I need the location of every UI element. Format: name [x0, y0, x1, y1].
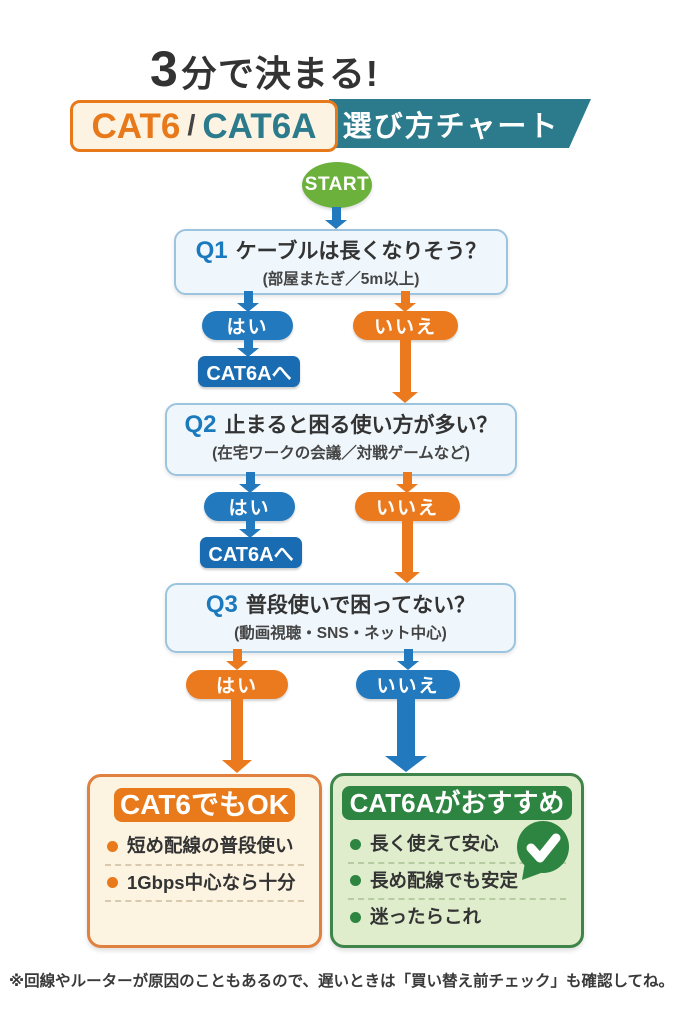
q1-id: Q1 — [195, 237, 228, 264]
bullet-dot-icon — [350, 875, 361, 887]
result-box-cat6: CAT6でもOK 短め配線の普段使い 1Gbps中心なら十分 — [87, 774, 322, 948]
q1-yes-pill: はい — [202, 311, 293, 340]
bullet-dot-icon — [107, 840, 118, 852]
goto-cat6a-2: CAT6Aへ — [200, 537, 302, 568]
q1-subtitle: (部屋またぎ／5m以上) — [262, 271, 420, 288]
question-box-q2: Q2 止まると困る使い方が多い？ (在宅ワークの会議／対戦ゲームなど) — [165, 403, 517, 476]
q2-id: Q2 — [184, 411, 217, 438]
cat6a-bullet-3: 迷ったらこれ — [348, 900, 566, 935]
arrow-q2-no — [396, 472, 418, 493]
result-cat6-header: CAT6でもOK — [114, 788, 295, 822]
question-box-q1: Q1 ケーブルは長くなりそう？ (部屋またぎ／5m以上) — [174, 229, 508, 295]
chart-title-banner: 選び方チャート — [329, 99, 591, 148]
arrow-q3-yes-to-result — [222, 699, 252, 773]
result-box-cat6a: CAT6Aがおすすめ 長く使えて安心 長め配線でも安定 迷ったらこれ — [330, 773, 584, 948]
q3-text: 普段使いで困ってない？ — [245, 593, 476, 617]
q3-id: Q3 — [205, 591, 238, 618]
title-text: 分で決まる! — [180, 53, 379, 94]
chart-title-label: 選び方チャート — [342, 110, 560, 143]
q1-no-pill: いいえ — [353, 311, 458, 340]
cable-type-badge: CAT6 / CAT6A — [70, 100, 338, 152]
arrow-q2-yes — [239, 472, 261, 493]
q3-yes-pill: はい — [186, 670, 288, 699]
arrow-q3-no — [397, 649, 419, 670]
arrow-start-to-q1 — [325, 207, 347, 229]
arrow-q1-yes-to-cat6a — [237, 340, 259, 357]
start-node: START — [302, 162, 372, 208]
q2-text: 止まると困る使い方が多い？ — [224, 413, 498, 437]
page-title: 3 分で決まる! — [150, 44, 379, 94]
title-number: 3 — [150, 41, 178, 97]
cat6a-bullet-2: 長め配線でも安定 — [348, 864, 566, 900]
footer-note: ※回線やルーターが原因のこともあるので、遅いときは「買い替え前チェック」も確認し… — [9, 973, 674, 990]
cat6a-bullet-1: 長く使えて安心 — [348, 827, 566, 864]
arrow-q3-no-to-result — [385, 699, 427, 772]
goto-cat6a-1: CAT6Aへ — [198, 356, 300, 387]
q2-no-pill: いいえ — [355, 492, 460, 521]
q2-yes-pill: はい — [204, 492, 295, 521]
arrow-q2-no-to-q3 — [394, 521, 420, 583]
cat6-bullet-1: 短め配線の普段使い — [105, 829, 304, 866]
bullet-dot-icon — [350, 911, 361, 923]
arrow-q2-yes-to-cat6a — [239, 521, 261, 538]
slash-label: / — [187, 109, 196, 142]
arrow-q1-no-to-q2 — [392, 340, 418, 403]
q3-no-pill: いいえ — [356, 670, 460, 699]
question-box-q3: Q3 普段使いで困ってない？ (動画視聴・SNS・ネット中心) — [165, 583, 516, 653]
arrow-q1-yes — [237, 291, 259, 312]
arrow-q3-yes — [226, 649, 248, 670]
q3-subtitle: (動画視聴・SNS・ネット中心) — [234, 625, 447, 642]
bullet-dot-icon — [107, 877, 118, 889]
check-icon — [507, 818, 577, 888]
q2-subtitle: (在宅ワークの会議／対戦ゲームなど) — [212, 445, 470, 462]
q1-text: ケーブルは長くなりそう？ — [235, 239, 487, 263]
cat6-bullet-2: 1Gbps中心なら十分 — [105, 866, 304, 902]
result-cat6a-header: CAT6Aがおすすめ — [342, 786, 572, 820]
bullet-dot-icon — [350, 838, 361, 850]
start-label: START — [304, 174, 370, 195]
arrow-q1-no — [394, 291, 416, 312]
cat6a-label: CAT6A — [202, 106, 317, 146]
cat6-label: CAT6 — [91, 106, 181, 146]
